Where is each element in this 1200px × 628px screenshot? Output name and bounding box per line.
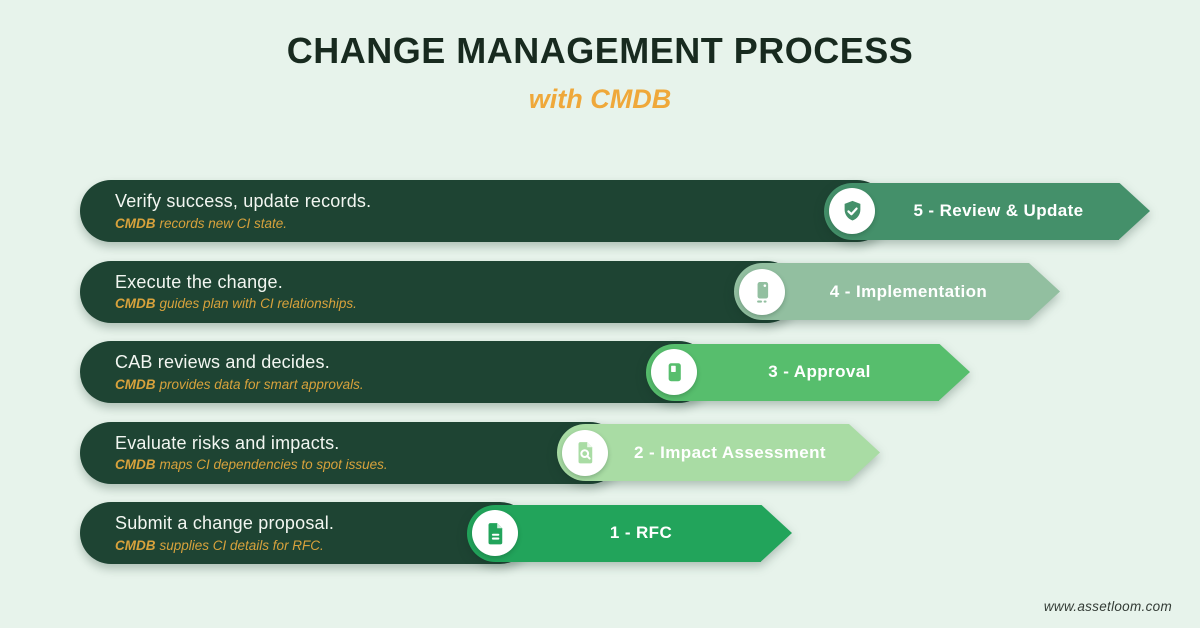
file-lines-icon [488,522,502,544]
cmdb-label: CMDB [115,457,156,473]
step-label: 4 - Implementation [829,281,988,301]
step-arrow-tip [939,343,970,401]
shield-check-icon [844,200,860,220]
step-label: 3 - Approval [768,362,871,381]
cmdb-note-text: guides plan with CI relationships. [159,296,357,312]
cmdb-label: CMDB [115,537,156,553]
step-headline: Execute the change. [115,271,283,292]
file-lines-icon [472,510,518,556]
cmdb-label: CMDB [115,215,156,231]
file-search-icon [562,429,608,476]
step-label: 5 - Review & Update [913,201,1084,220]
website-watermark: www.assetloom.com [1043,599,1172,614]
shield-check-icon [829,188,875,234]
step-label: 1 - RFC [609,523,673,542]
cmdb-note-text: supplies CI details for RFC. [159,537,324,553]
mobile-device-icon [739,268,785,315]
cmdb-note-text: records new CI state. [159,215,288,231]
step-headline: CAB reviews and decides. [115,352,330,373]
step-arrow: 3 - Approval [645,343,970,401]
journal-icon [651,349,697,395]
cmdb-label: CMDB [115,376,156,392]
page-subtitle: with CMDB [528,84,672,114]
cmdb-note-text: provides data for smart approvals. [159,376,364,392]
step-arrow-tip [1119,182,1150,240]
file-search-icon [578,442,592,464]
step-headline: Submit a change proposal. [115,513,335,534]
cmdb-label: CMDB [115,296,156,312]
page-title: CHANGE MANAGEMENT PROCESS [286,30,914,71]
mobile-device-icon [756,282,768,303]
step-headline: Verify success, update records. [115,191,372,212]
step-arrow-tip [849,424,880,481]
step-arrow-tip [761,504,792,562]
step-headline: Evaluate risks and impacts. [115,432,340,453]
step-arrow-tip [1029,263,1060,320]
step-label: 2 - Impact Assessment [633,442,826,462]
journal-icon [668,362,681,381]
cmdb-note-text: maps CI dependencies to spot issues. [159,457,388,473]
